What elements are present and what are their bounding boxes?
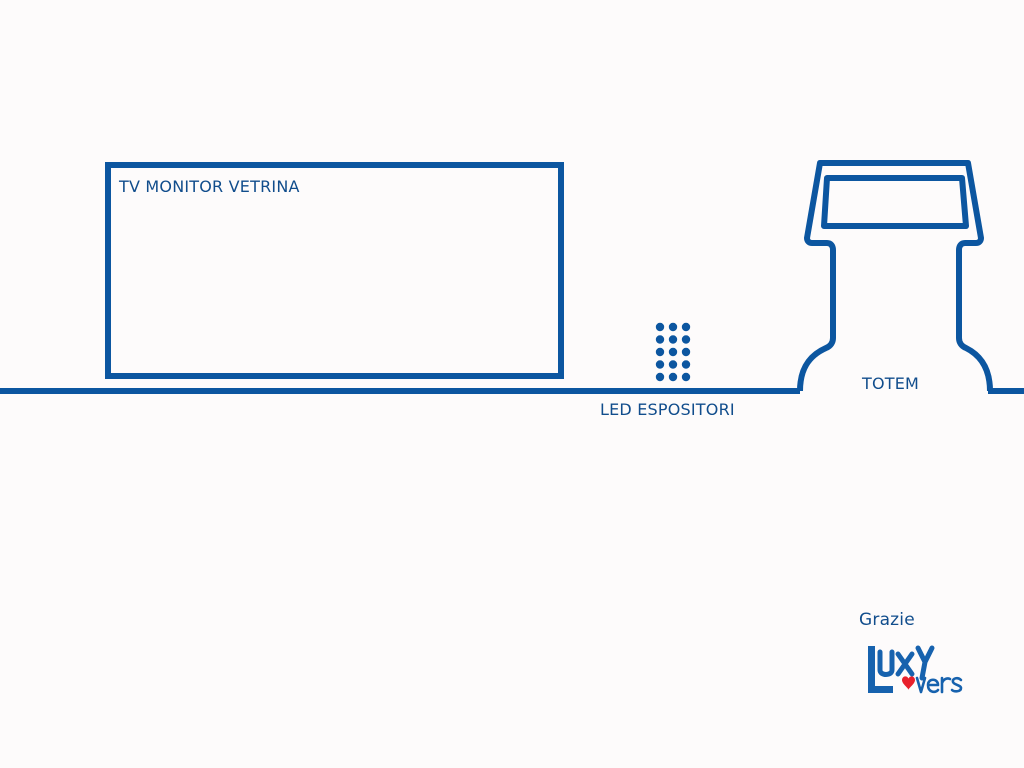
- led-dot: [668, 360, 678, 369]
- led-dot: [681, 360, 691, 369]
- totem-outline: [797, 160, 993, 392]
- thanks-label: Grazie: [859, 610, 915, 630]
- led-dot: [668, 372, 678, 382]
- logo-x-letter: [895, 651, 915, 677]
- tv-monitor-frame: [105, 162, 564, 379]
- led-dot: [681, 347, 691, 357]
- led-dot: [655, 372, 665, 382]
- tv-monitor-label: TV MONITOR VETRINA: [119, 177, 300, 196]
- led-displays-label: LED ESPOSITORI: [600, 400, 735, 419]
- led-dot: [655, 335, 665, 344]
- logo-vers-letters: [915, 676, 963, 694]
- led-dot: [655, 322, 665, 332]
- heart-icon: [902, 676, 915, 690]
- led-dot: [668, 322, 678, 332]
- logo-l-mark: [868, 646, 893, 693]
- led-dot: [681, 372, 691, 382]
- totem-label: TOTEM: [862, 374, 920, 393]
- luxy-lovers-logo: [868, 645, 963, 694]
- led-dot: [655, 347, 665, 357]
- logo-y-letter: [915, 645, 935, 681]
- totem-screen: [821, 175, 969, 229]
- led-dot: [668, 335, 678, 344]
- led-display-grid: [655, 322, 691, 382]
- led-dot: [681, 335, 691, 344]
- led-dot: [681, 322, 691, 332]
- led-dot: [655, 360, 665, 369]
- logo-u-letter: [877, 649, 895, 677]
- led-dot: [668, 347, 678, 357]
